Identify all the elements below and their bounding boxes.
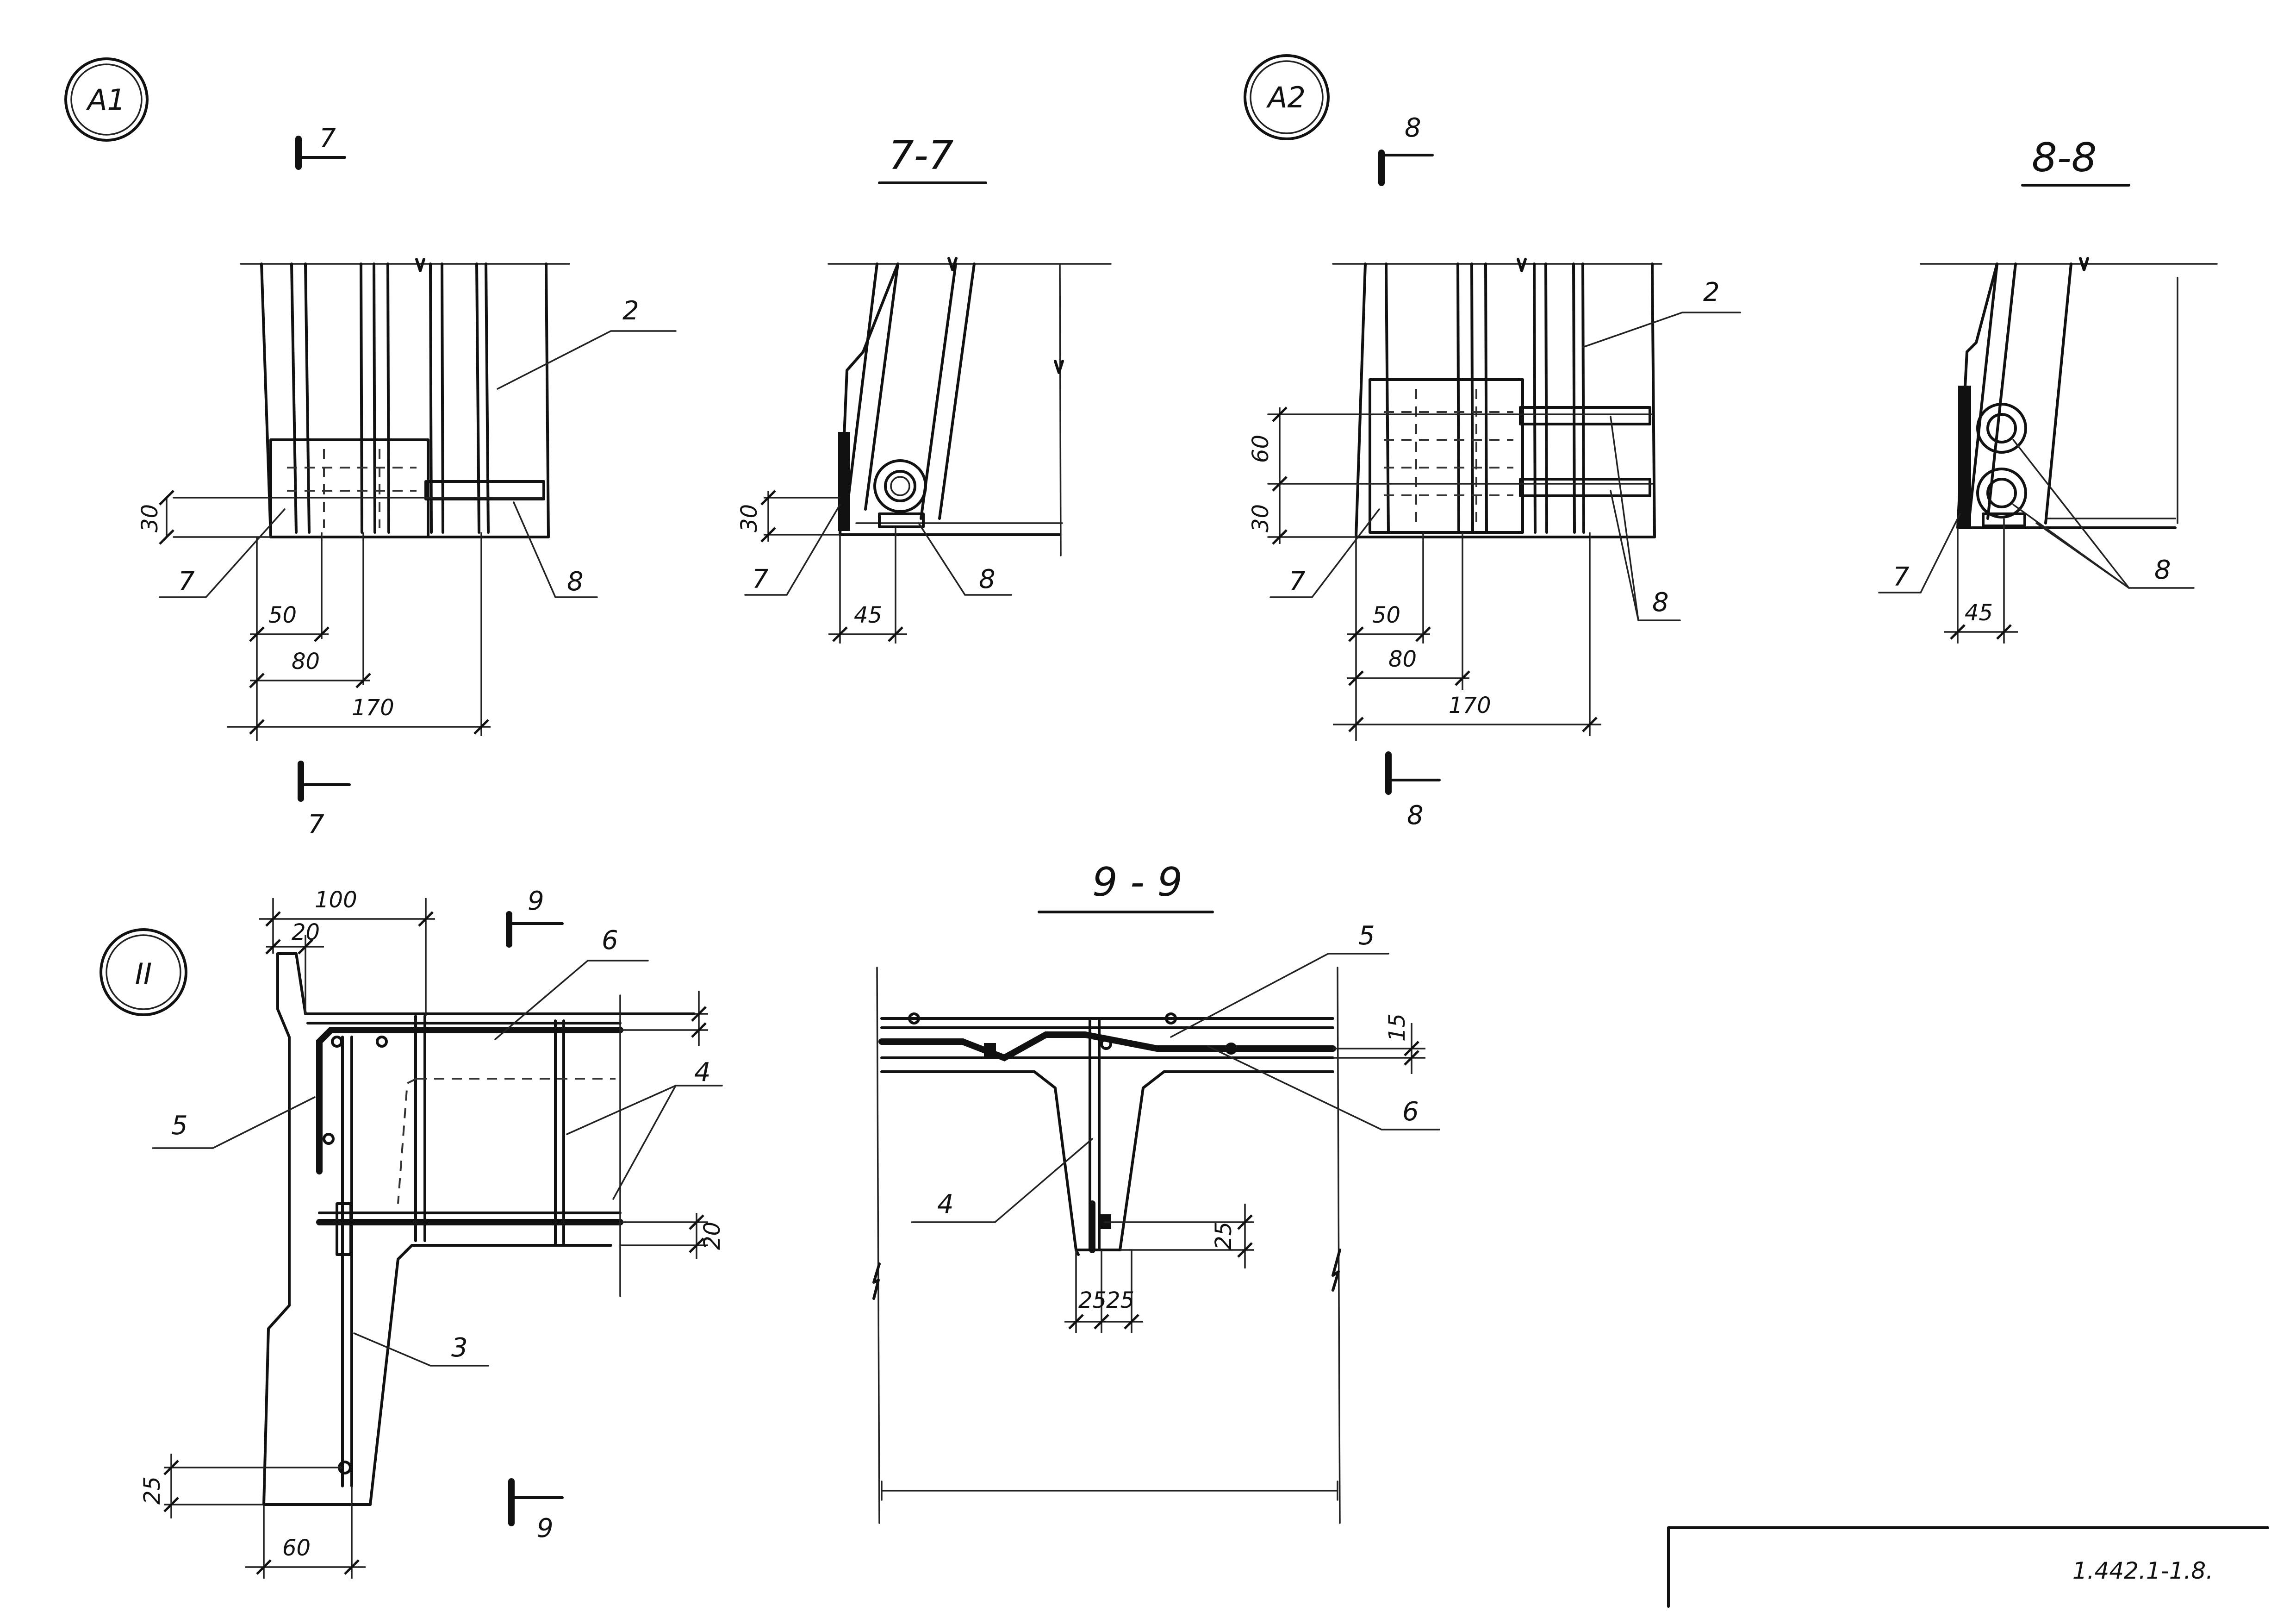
a2-label-bar7: 7: [1289, 567, 1306, 597]
s77-dim-30: 30: [736, 504, 762, 532]
s77-dim-45: 45: [854, 602, 882, 628]
s77-label-bar8: 8: [979, 564, 996, 594]
node-ii-dim-25: 25: [139, 1476, 165, 1505]
section-mark-7-top: 7: [295, 124, 346, 170]
a1-dim-50: 50: [268, 602, 297, 628]
a1-dimensions: 30 50 80 170: [137, 490, 491, 741]
section-mark-9-bottom: 9: [508, 1478, 564, 1543]
view-a1: A1 7 7: [64, 57, 677, 840]
node-ii-dim-100: 100: [315, 887, 357, 913]
section-mark-8-top: 8: [1378, 113, 1434, 186]
cut-mark-a1-top: 7: [319, 124, 336, 154]
node-ii-label-bar5: 5: [171, 1111, 188, 1141]
section-7-7-title: 7-7: [889, 132, 953, 179]
section-mark-7-bottom: 7: [298, 761, 351, 840]
callout-a2-text: A2: [1266, 81, 1306, 114]
a2-dim-170: 170: [1449, 693, 1491, 718]
drawing-code: 1.442.1-1.8.: [2072, 1557, 2213, 1584]
section-7-7: 7-7 7 8 30 45: [736, 132, 1112, 643]
node-ii-label-bar4: 4: [694, 1057, 711, 1087]
a2-dim-80: 80: [1388, 646, 1417, 672]
node-ii-leaders: 6 5 4 3: [152, 925, 723, 1367]
a1-geometry: [173, 258, 570, 538]
s99-dim-25: 25: [1211, 1222, 1237, 1250]
section-8-8-title: 8-8: [2032, 135, 2097, 181]
callout-ii: II: [100, 928, 187, 1016]
a1-dim-170: 170: [352, 695, 394, 721]
title-block: 1.442.1-1.8.: [1667, 1526, 2269, 1608]
cut-mark-a2-bottom: 8: [1407, 800, 1424, 831]
section-9-9: 9 - 9 5 6 4 15: [872, 859, 1440, 1524]
cut-mark-9-top: 9: [528, 886, 544, 916]
a1-leaders: 2 7 8: [159, 296, 677, 598]
a1-dim-30: 30: [137, 504, 163, 532]
a1-label-bar2: 2: [622, 296, 639, 326]
cut-mark-a2-top: 8: [1405, 113, 1421, 143]
s88-dim-45: 45: [1965, 600, 1993, 626]
callout-ii-text: II: [135, 957, 152, 991]
node-ii-geometry: [262, 952, 696, 1506]
s99-dim-15: 15: [1384, 1013, 1410, 1042]
section-9-9-title: 9 - 9: [1092, 859, 1182, 906]
a2-leaders: 2 7 8: [1269, 277, 1741, 621]
callout-a1: A1: [64, 57, 149, 142]
s88-label-bar7: 7: [1893, 562, 1910, 592]
node-ii-dim-20: 20: [292, 919, 320, 945]
section-mark-9-top: 9: [506, 886, 564, 948]
s99-dim-25a: 25: [1078, 1287, 1107, 1313]
s77-label-bar7: 7: [752, 564, 769, 594]
section-mark-8-bottom: 8: [1385, 751, 1441, 831]
a2-geometry: [1267, 258, 1662, 538]
a1-dim-80: 80: [292, 649, 320, 675]
a2-label-bar8: 8: [1652, 587, 1669, 618]
node-ii-dim-60: 60: [282, 1535, 311, 1561]
s99-dim-25b: 25: [1106, 1287, 1134, 1313]
view-a2: A2 8 8: [1244, 54, 1741, 831]
a2-dim-60: 60: [1248, 435, 1274, 463]
a2-dim-30: 30: [1248, 504, 1274, 532]
section-8-8: 8-8 8 7 45: [1878, 135, 2218, 643]
s88-label-bar8: 8: [2154, 555, 2171, 585]
a2-dimensions: 60 30 50 80 170: [1248, 406, 1601, 741]
s99-label-bar5: 5: [1358, 921, 1375, 951]
a1-label-bar7: 7: [178, 567, 195, 597]
node-ii: II 9 9: [100, 886, 725, 1579]
callout-a2: A2: [1244, 54, 1330, 140]
a2-dim-50: 50: [1372, 602, 1400, 628]
cut-mark-9-bottom: 9: [537, 1513, 554, 1543]
s99-label-bar6: 6: [1402, 1097, 1419, 1127]
s99-label-bar4: 4: [937, 1189, 954, 1219]
node-ii-dim-20b: 20: [699, 1222, 725, 1250]
a1-label-bar8: 8: [567, 567, 584, 597]
node-ii-dimensions: 100 20 20 25 60: [139, 887, 725, 1579]
a2-label-bar2: 2: [1703, 277, 1720, 307]
node-ii-label-bar3: 3: [451, 1333, 468, 1363]
callout-a1-text: A1: [86, 83, 125, 117]
cut-mark-a1-bottom: 7: [308, 810, 324, 840]
node-ii-label-bar6: 6: [602, 925, 618, 956]
